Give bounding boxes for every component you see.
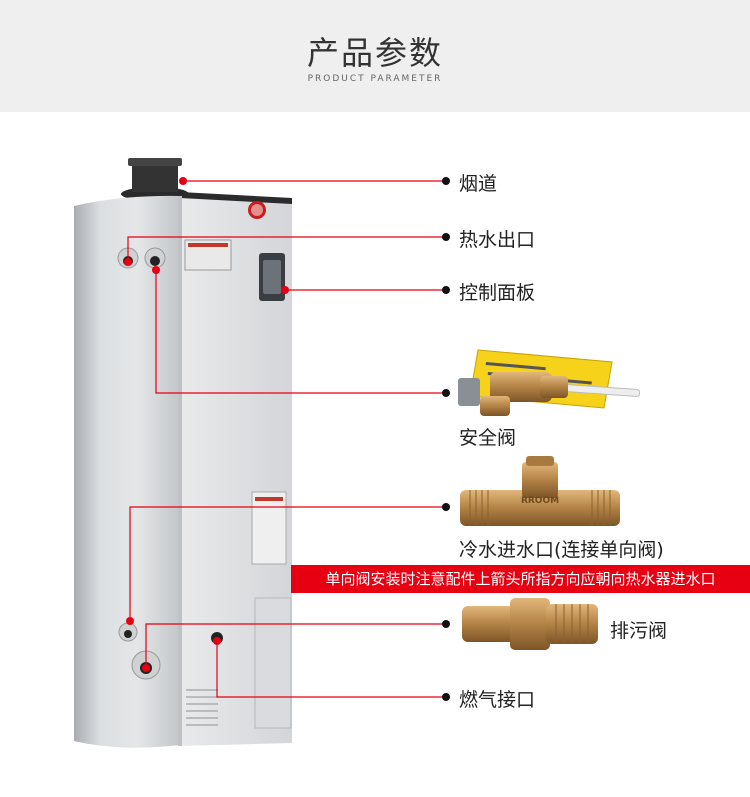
label-hot-outlet: 热水出口 xyxy=(459,229,536,251)
header-band xyxy=(0,0,750,112)
fitting-stamp: RROOM xyxy=(521,496,559,506)
tank-body xyxy=(74,195,180,748)
leader-dots xyxy=(124,177,450,701)
check-valve-image xyxy=(460,456,620,526)
rating-label xyxy=(251,491,287,565)
vent-slots xyxy=(186,689,218,726)
label-gas-inlet: 燃气接口 xyxy=(459,689,536,711)
label-control-panel: 控制面板 xyxy=(459,282,536,304)
drain-valve-image xyxy=(462,598,598,650)
page-subtitle: PRODUCT PARAMETER xyxy=(307,74,443,84)
label-safety-valve: 安全阀 xyxy=(459,427,517,449)
label-flue: 烟道 xyxy=(459,173,498,195)
water-heater xyxy=(74,158,292,748)
label-cold-inlet: 冷水进水口(连接单向阀) xyxy=(459,539,664,561)
check-valve-notice-banner: 单向阀安装时注意配件上箭头所指方向应朝向热水器进水口 xyxy=(291,565,750,593)
leader-lines xyxy=(127,180,446,698)
label-drain-valve: 排污阀 xyxy=(610,620,668,642)
access-panel xyxy=(254,597,292,729)
safety-valve-image xyxy=(458,349,641,416)
page-title: 产品参数 xyxy=(306,34,443,72)
